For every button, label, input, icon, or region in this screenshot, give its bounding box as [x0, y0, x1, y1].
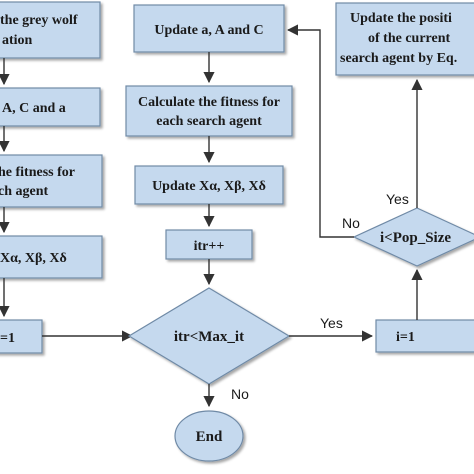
update-position-line3: search agent by Eq. — [340, 51, 457, 66]
itr-inc-text: itr++ — [194, 239, 225, 254]
update-position-box: Update the positi of the current search … — [335, 2, 474, 76]
decision-max-it-text: itr<Max_it — [174, 329, 244, 345]
update-x-text: Update Xα, Xβ, Xδ — [152, 179, 266, 194]
left-fitness-line1: he fitness for — [0, 165, 75, 180]
left-init-line2: ation — [2, 33, 33, 48]
left-update-x-box: Xα, Xβ, Xδ — [0, 235, 103, 279]
left-params-box: A, C and a — [0, 87, 101, 127]
edge-label-no-down: No — [231, 386, 249, 402]
itr-inc-box: itr++ — [165, 229, 253, 260]
edge-label-yes-right: Yes — [320, 315, 343, 331]
left-itr-init-box: =1 — [0, 319, 43, 354]
end-oval: End — [174, 410, 244, 462]
i-init-text: i=1 — [396, 330, 415, 345]
left-fitness-box: he fitness for ch agent — [0, 154, 103, 208]
end-text: End — [196, 429, 223, 445]
update-position-line1: Update the positi — [350, 11, 452, 26]
i-init-box: i=1 — [375, 319, 474, 353]
edge-label-yes-up: Yes — [386, 191, 409, 207]
update-position-line2: of the current — [368, 31, 450, 46]
decision-max-it: itr<Max_it — [127, 287, 291, 385]
edge-label-no-left: No — [342, 215, 360, 231]
update-aac-text: Update a, A and C — [154, 23, 263, 38]
update-x-box: Update Xα, Xβ, Xδ — [134, 165, 284, 205]
calc-fitness-box: Calculate the fitness for each search ag… — [125, 85, 293, 137]
calc-fitness-line2: each search agent — [156, 114, 262, 129]
left-itr-init-text: =1 — [0, 331, 15, 346]
decision-pop-size-text: i<Pop_Size — [380, 230, 451, 246]
left-update-x-text: Xα, Xβ, Xδ — [0, 251, 67, 266]
left-init-line1: the grey wolf — [0, 13, 78, 28]
calc-fitness-line1: Calculate the fitness for — [138, 95, 280, 110]
edge-pop-decision-no-loop — [286, 24, 354, 238]
left-params-text: A, C and a — [2, 101, 66, 116]
left-fitness-line2: ch agent — [0, 184, 49, 199]
left-init-box: the grey wolf ation — [0, 1, 101, 59]
update-aac-box: Update a, A and C — [133, 4, 285, 53]
decision-pop-size: i<Pop_Size — [352, 207, 474, 267]
